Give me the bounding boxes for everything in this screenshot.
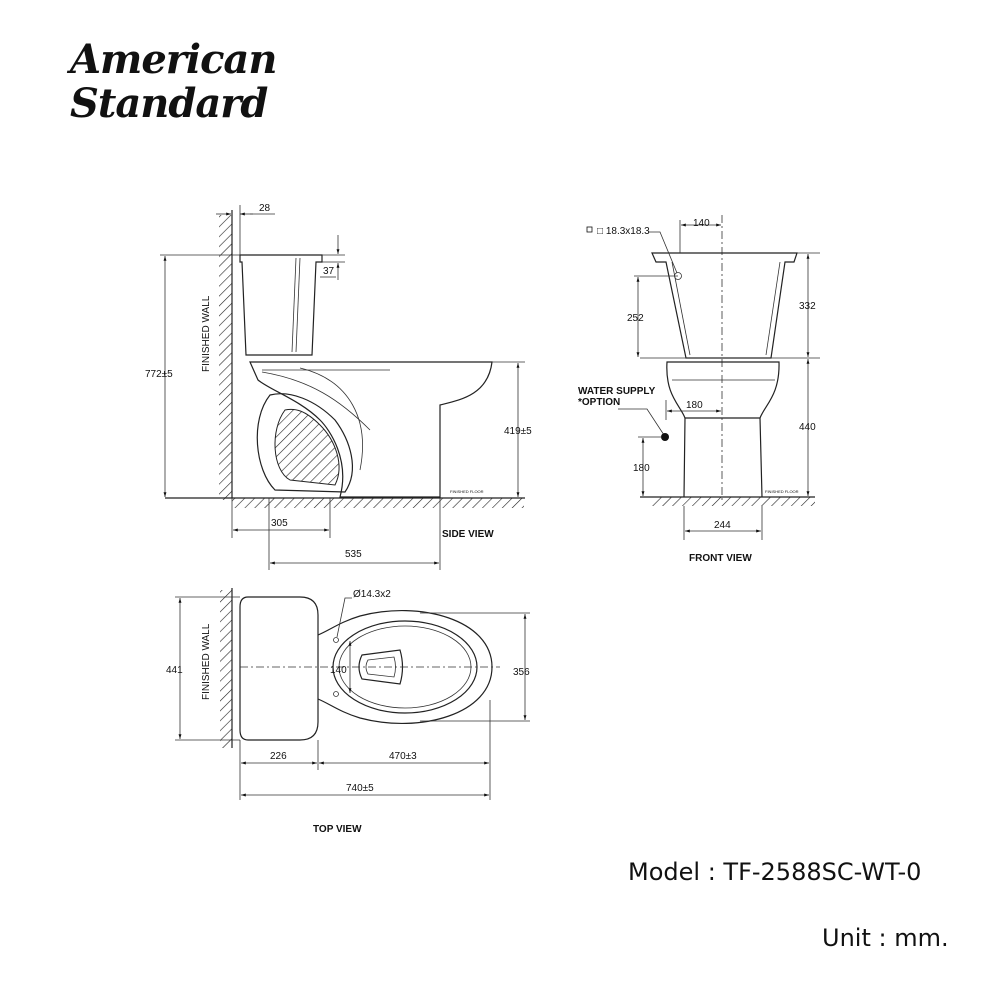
dim-lid: 37 [323, 266, 335, 277]
tank-top [239, 596, 319, 741]
brand-logo: American Standard [70, 36, 277, 127]
top-view-title: TOP VIEW [313, 824, 362, 835]
dim-bolt-spacing: 140 [330, 665, 347, 676]
drain [358, 649, 404, 685]
dim-hole-height: 252 [627, 313, 644, 324]
floor-label-front: FINISHED FLOOR [765, 489, 799, 494]
water-supply-label: WATER SUPPLY [578, 386, 656, 397]
dim-rough-in: 305 [271, 518, 288, 529]
dim-bowl-width: 356 [513, 667, 530, 678]
tank-outline [239, 254, 323, 356]
bowl-front [666, 361, 780, 419]
dim-total-depth: 740±5 [346, 783, 374, 794]
tank-front [651, 252, 798, 359]
water-supply-option: *OPTION [578, 397, 620, 408]
unit-label: Unit : mm. [822, 924, 949, 952]
wall-hatch [219, 215, 232, 500]
trapway-section [274, 408, 340, 486]
dim-base-width: 244 [714, 520, 731, 531]
dim-tank-depth: 226 [270, 751, 287, 762]
wall-label-top: FINISHED WALL [201, 623, 212, 700]
top-view: 441 FINISHED WALL 356 140 Ø14.3x2 226 47… [166, 588, 530, 835]
floor-hatch [232, 498, 524, 508]
dim-total-height: 772±5 [145, 369, 173, 380]
dim-tank-width: 441 [166, 665, 183, 676]
model-number: Model : TF-2588SC-WT-0 [628, 858, 922, 886]
dim-bowl-height: 440 [799, 422, 816, 433]
bolt-hole-label: Ø14.3x2 [353, 589, 391, 600]
front-view: 140 □ 18.3x18.3 332 440 252 WATER SUPPLY… [578, 215, 820, 564]
hole-label: □ 18.3x18.3 [597, 226, 650, 237]
logo-line1: American [70, 36, 277, 83]
dim-bowl-depth: 470±3 [389, 751, 417, 762]
dim-supply-height: 180 [633, 463, 650, 474]
pedestal [683, 417, 763, 498]
side-view-title: SIDE VIEW [442, 529, 494, 540]
floor-label: FINISHED FLOOR [450, 489, 484, 494]
water-supply-point [661, 433, 669, 441]
front-view-title: FRONT VIEW [689, 553, 752, 564]
dim-seat-height: 419±5 [504, 426, 532, 437]
dim-hole-offset: 140 [693, 218, 710, 229]
dim-wall-gap: 28 [259, 203, 271, 214]
wall-label: FINISHED WALL [201, 295, 212, 372]
logo-line2: Standard [70, 80, 268, 127]
dim-base-depth: 535 [345, 549, 362, 560]
dim-tank-height: 332 [799, 301, 816, 312]
side-view: 772±5 FINISHED WALL 28 37 419±5 FINISHED… [145, 203, 532, 570]
dim-supply-offset: 180 [686, 400, 703, 411]
bowl-outline [249, 361, 493, 498]
